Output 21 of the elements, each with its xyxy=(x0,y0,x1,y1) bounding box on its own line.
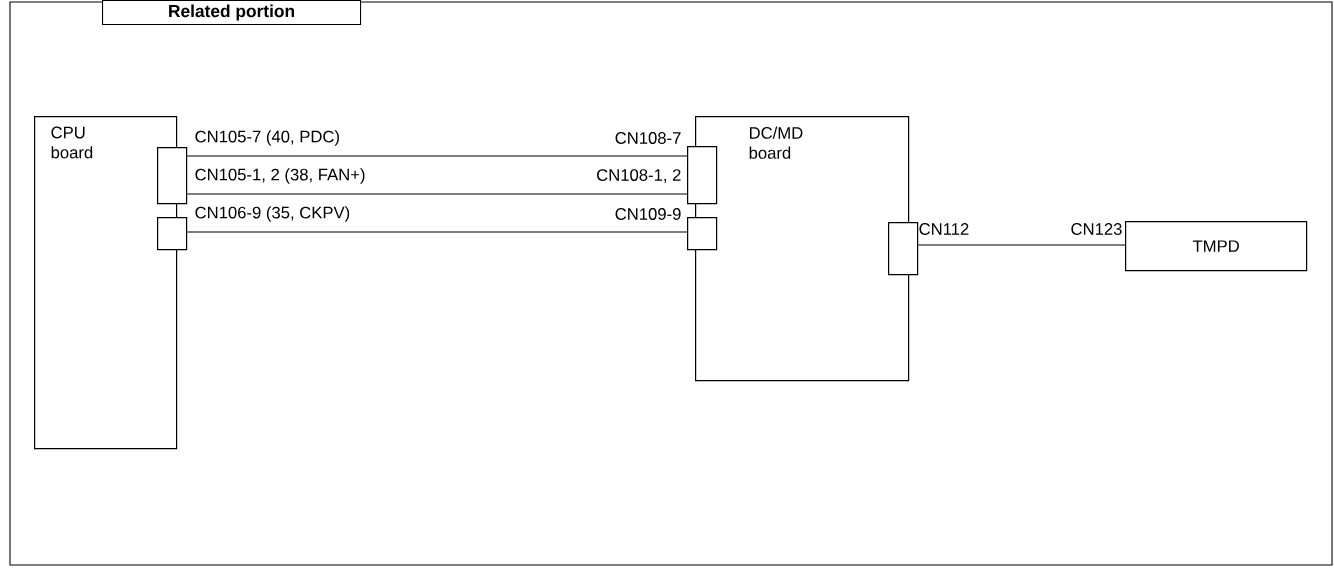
connector-box xyxy=(157,147,188,205)
connector-label: CN108-7 xyxy=(615,132,681,144)
connector-label: CN106-9 (35, CKPV) xyxy=(195,206,350,222)
board-box: DC/MD board xyxy=(695,116,910,382)
connector-label: CN109-9 xyxy=(615,208,681,220)
connector-label: CN108-1, 2 xyxy=(597,169,681,183)
connector-label: CN123 xyxy=(1071,223,1122,235)
connector-label: CN105-7 (40, PDC) xyxy=(195,130,339,146)
connector-box xyxy=(687,217,718,251)
connector-label: CN112 xyxy=(919,223,969,235)
wire xyxy=(917,244,1126,246)
connector-label: CN105-1, 2 (38, FAN+) xyxy=(195,168,365,184)
connector-box xyxy=(157,217,188,251)
wire xyxy=(186,155,688,157)
device-box: TMPD xyxy=(1125,221,1308,272)
wire xyxy=(186,193,688,195)
connector-box xyxy=(888,222,919,276)
connector-box xyxy=(687,146,718,205)
wire xyxy=(186,231,688,233)
board-box: CPU board xyxy=(34,116,178,450)
title-tab: Related portion xyxy=(102,0,362,26)
